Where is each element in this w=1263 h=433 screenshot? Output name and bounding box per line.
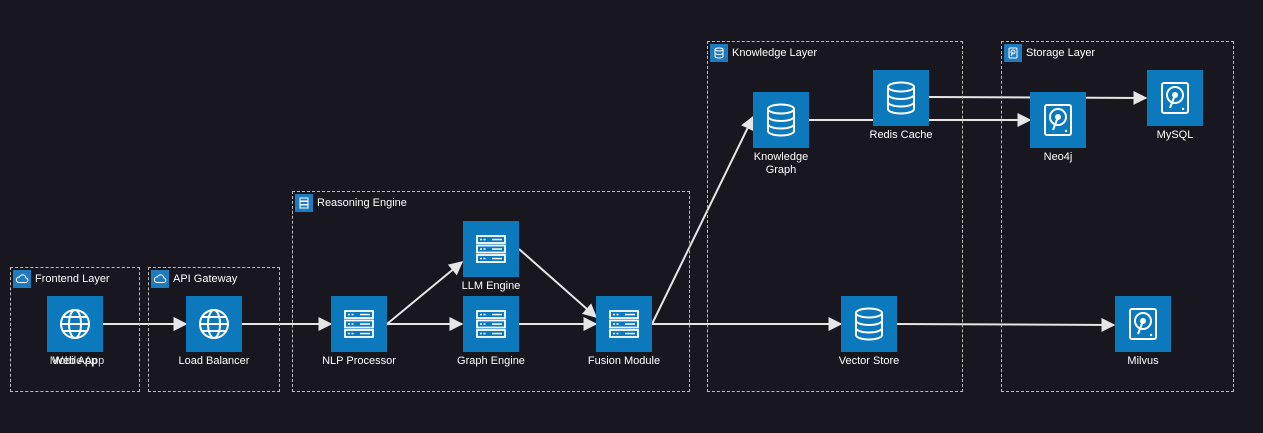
edge-fusion-to-knowledgegraph[interactable]: [651, 115, 754, 325]
node-mysql[interactable]: [1147, 70, 1203, 126]
node-label-knowledge-graph: Knowledge Graph: [753, 151, 809, 176]
node-load-balancer[interactable]: [186, 296, 242, 352]
database-icon: [767, 103, 795, 137]
node-label-vector-store: Vector Store: [838, 355, 900, 367]
node-label-llm-engine: LLM Engine: [461, 280, 521, 292]
node-label-mobile-app: Mobile App: [49, 355, 105, 367]
cloud-icon: [13, 270, 31, 288]
node-label-mysql: MySQL: [1156, 129, 1194, 141]
node-fusion-module[interactable]: [596, 296, 652, 352]
node-redis-cache[interactable]: [873, 70, 929, 126]
group-storage-layer: Storage Layer: [1001, 41, 1234, 392]
node-llm-engine[interactable]: [463, 221, 519, 277]
node-label-graph-engine: Graph Engine: [457, 355, 525, 367]
cloud-icon: [151, 270, 169, 288]
database-icon: [710, 44, 728, 62]
server-icon: [609, 310, 639, 338]
node-mobile-app[interactable]: [47, 296, 103, 352]
edge-llm-to-fusion[interactable]: [518, 248, 598, 318]
harddisk-icon: [1044, 104, 1072, 136]
edge-nlp-to-llm[interactable]: [386, 261, 464, 325]
node-label-nlp-processor: NLP Processor: [322, 355, 396, 367]
group-knowledge-layer: Knowledge Layer: [707, 41, 963, 392]
node-label-fusion-module: Fusion Module: [587, 355, 661, 367]
group-label-gateway: API Gateway: [173, 273, 238, 285]
database-icon: [855, 307, 883, 341]
server-icon: [344, 310, 374, 338]
node-label-load-balancer: Load Balancer: [178, 355, 250, 367]
group-frontend-layer: Frontend Layer: [10, 267, 140, 392]
node-label-neo4j: Neo4j: [1043, 151, 1073, 163]
node-graph-engine[interactable]: [463, 296, 519, 352]
node-label-redis-cache: Redis Cache: [869, 129, 933, 141]
globe-icon: [60, 309, 90, 339]
harddisk-icon: [1004, 44, 1022, 62]
server-icon: [295, 194, 313, 212]
group-label-reasoning: Reasoning Engine: [317, 197, 407, 209]
globe-icon: [199, 309, 229, 339]
harddisk-icon: [1161, 82, 1189, 114]
node-knowledge-graph[interactable]: [753, 92, 809, 148]
group-label-storage: Storage Layer: [1026, 47, 1096, 59]
node-label-milvus: Milvus: [1127, 355, 1159, 367]
group-reasoning-engine: Reasoning Engine: [292, 191, 690, 392]
node-nlp-processor[interactable]: [331, 296, 387, 352]
edge-vectorstore-to-milvus[interactable]: [896, 317, 1116, 332]
group-label-knowledge: Knowledge Layer: [732, 47, 818, 59]
server-icon: [476, 310, 506, 338]
node-web-app[interactable]: [47, 296, 103, 352]
node-vector-store[interactable]: [841, 296, 897, 352]
node-label-web-app: Web App: [52, 355, 98, 367]
group-api-gateway: API Gateway: [148, 267, 280, 392]
harddisk-icon: [1129, 308, 1157, 340]
group-label-frontend: Frontend Layer: [35, 273, 110, 285]
server-icon: [476, 235, 506, 263]
node-neo4j[interactable]: [1030, 92, 1086, 148]
database-icon: [887, 81, 915, 115]
node-milvus[interactable]: [1115, 296, 1171, 352]
